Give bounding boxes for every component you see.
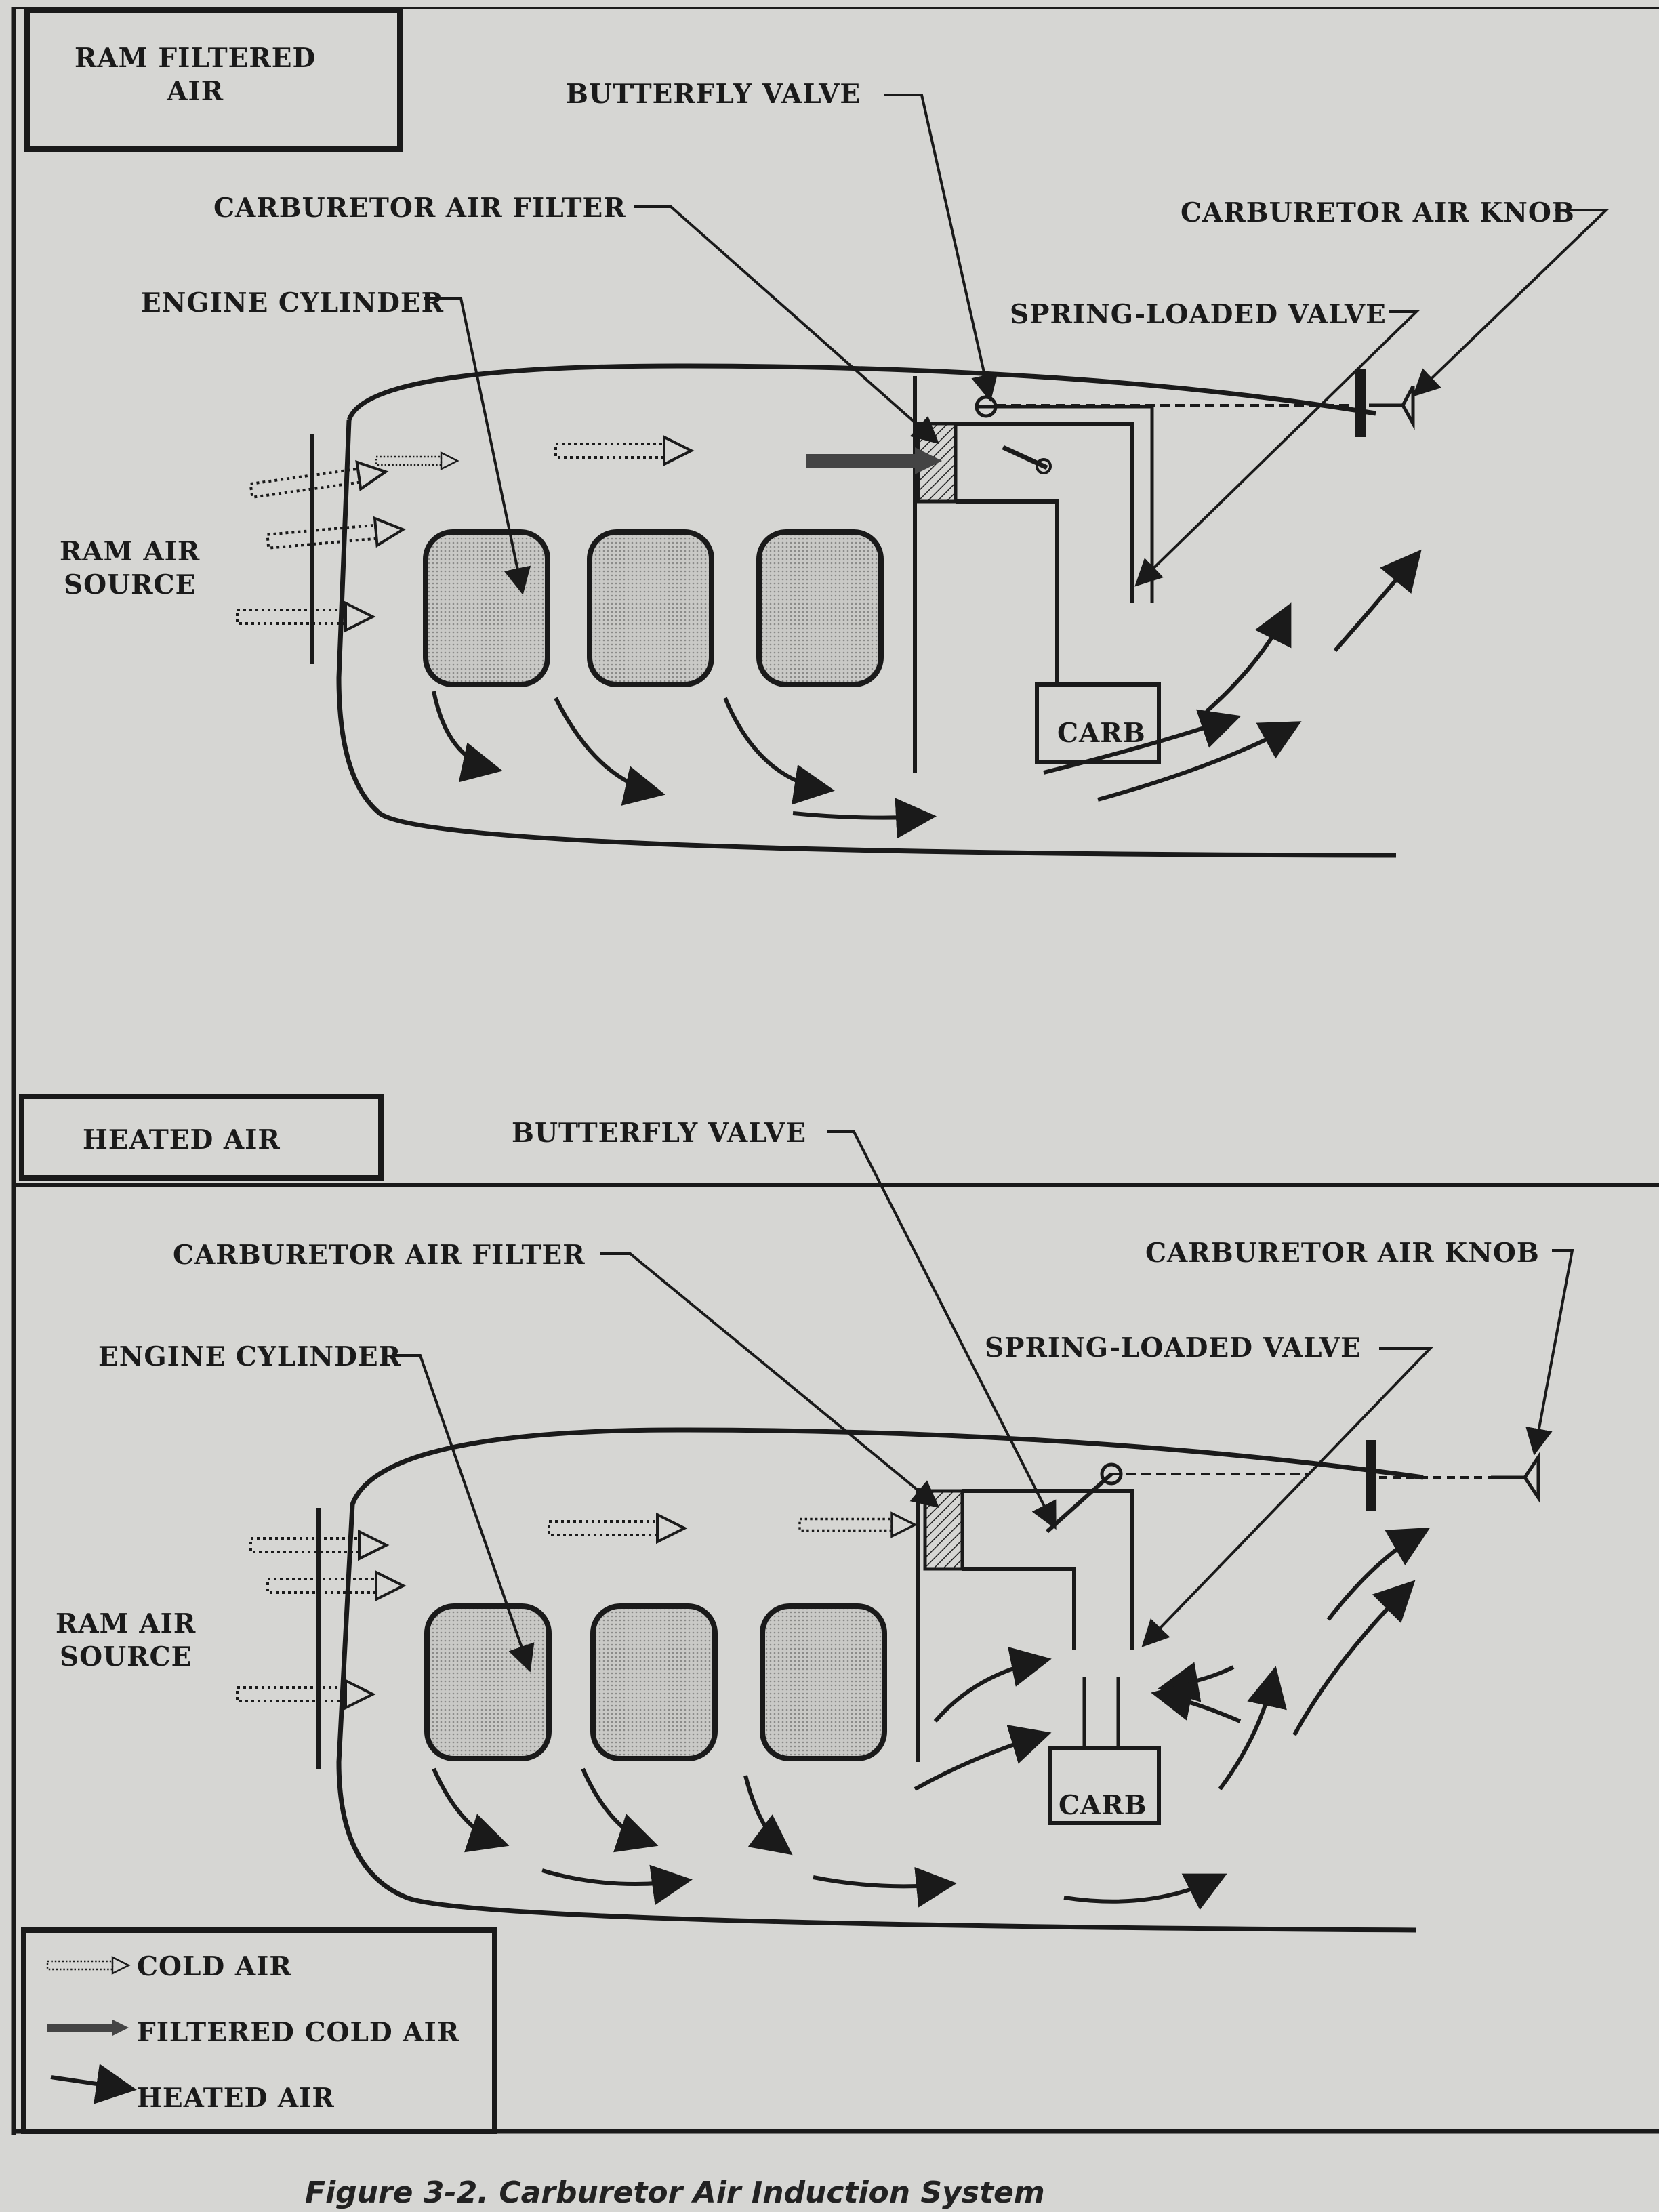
panel1-panel-plate (1355, 369, 1366, 437)
panel2-knob (1491, 1451, 1540, 1504)
panel2-ram-air-line2: SOURCE (60, 1641, 192, 1673)
panel1-label-spring-loaded-valve: SPRING-LOADED VALVE (1010, 299, 1387, 330)
panel1-cowling (346, 363, 1376, 422)
panel2-engine-diagram (237, 1427, 1540, 1933)
panel1-label-ram-air-source: RAM AIR SOURCE (60, 535, 200, 602)
panel2-panel-plate (1366, 1440, 1376, 1511)
panel2-cylinder-2 (590, 1603, 718, 1761)
panel2-label-carburetor-air-filter: CARBURETOR AIR FILTER (173, 1240, 586, 1271)
legend-cold-air-label: COLD AIR (137, 1951, 292, 1982)
panel1-label-engine-cylinder: ENGINE CYLINDER (141, 287, 445, 319)
panel1-label-carb: CARB (1057, 718, 1146, 749)
panel1-cylinder-2 (587, 529, 714, 687)
panel2-air-filter (923, 1489, 964, 1571)
panel2-label-butterfly-valve: BUTTERFLY VALVE (512, 1118, 807, 1149)
outer-frame (11, 7, 1659, 2135)
panel1-title: RAM FILTERED AIR (75, 42, 316, 108)
panel2-leaders (393, 1130, 1574, 1673)
panel1-carb (1035, 682, 1161, 764)
panel2-label-carburetor-air-knob: CARBURETOR AIR KNOB (1145, 1237, 1540, 1269)
legend-box (21, 1927, 497, 2134)
panel2-ram-air-line1: RAM AIR (56, 1608, 197, 1639)
panel2-label-engine-cylinder: ENGINE CYLINDER (98, 1341, 402, 1372)
panel1-cowling-lower (336, 419, 1397, 858)
panel2-title-box (19, 1094, 384, 1181)
panel1-cylinder-1 (423, 529, 550, 687)
legend-filtered-cold-air-arrow (47, 2020, 129, 2036)
panel2-carb (1048, 1746, 1161, 1825)
panel1-label-carburetor-air-filter: CARBURETOR AIR FILTER (213, 192, 626, 224)
panel1-cylinder-3 (756, 529, 884, 687)
panel1-label-carburetor-air-knob: CARBURETOR AIR KNOB (1181, 197, 1575, 228)
panel1-leaders (424, 94, 1610, 595)
panel1-ram-air-line1: RAM AIR (60, 536, 201, 567)
figure-caption: Figure 3-2. Carburetor Air Induction Sys… (305, 2175, 1045, 2210)
panel1-ram-air-line2: SOURCE (64, 569, 197, 600)
panel2-cowling-lower (336, 1504, 1417, 1933)
legend-heated-air-arrow (50, 2064, 137, 2104)
panel2-label-carb: CARB (1059, 1790, 1147, 1821)
panel2-cylinder-3 (760, 1603, 887, 1761)
legend-cold-air-arrow (46, 1956, 130, 1975)
panel2-cowling (350, 1427, 1424, 1506)
panel1-title-line2: AIR (167, 75, 224, 107)
panel2-label-ram-air-source: RAM AIR SOURCE (56, 1607, 196, 1674)
panel2-cylinder-1 (424, 1603, 552, 1761)
panel1-engine-diagram (236, 363, 1422, 858)
legend-symbols (46, 1956, 137, 2104)
panel1-knob (1369, 385, 1415, 430)
legend-heated-air-label: HEATED AIR (137, 2083, 335, 2114)
panel2-title: HEATED AIR (83, 1124, 281, 1155)
panel1-title-box (24, 7, 403, 152)
legend-filtered-cold-air-label: FILTERED COLD AIR (137, 2017, 460, 2048)
panel2-label-spring-loaded-valve: SPRING-LOADED VALVE (985, 1332, 1361, 1364)
panel1-title-line1: RAM FILTERED (75, 43, 316, 74)
panel1-label-butterfly-valve: BUTTERFLY VALVE (566, 79, 861, 110)
